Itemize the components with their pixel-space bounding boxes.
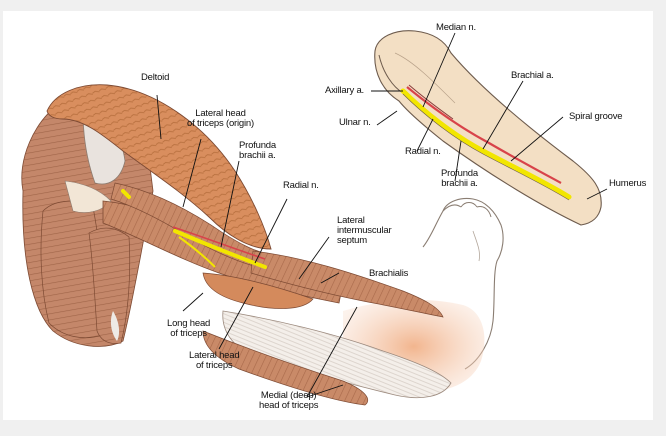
label-line: Lateral head xyxy=(195,108,246,119)
label-lateral-intermuscular-septum: Lateral intermuscular septum xyxy=(337,215,392,246)
hand-outline xyxy=(422,197,504,370)
label-median-nerve: Median n. xyxy=(436,22,476,33)
label-brachial-artery: Brachial a. xyxy=(511,70,554,81)
lateral-head-belly xyxy=(202,272,314,309)
label-profunda-brachii: Profunda brachii a. xyxy=(239,141,276,161)
arm-illustration xyxy=(21,30,608,406)
label-line: Profunda xyxy=(441,168,478,179)
radial-nerve-arm xyxy=(121,189,267,269)
label-humerus: Humerus xyxy=(609,178,647,189)
label-ulnar-nerve: Ulnar n. xyxy=(339,117,371,128)
label-line: of triceps (origin) xyxy=(187,118,254,129)
anatomy-figure: Deltoid Lateral head of triceps (origin)… xyxy=(3,11,653,420)
label-lateral-head-triceps: Lateral head of triceps xyxy=(189,350,240,371)
humerus-inset xyxy=(374,30,602,226)
label-deltoid: Deltoid xyxy=(141,72,170,83)
label-line: of triceps xyxy=(195,360,233,371)
medial-head-triceps xyxy=(202,330,369,406)
label-radial-nerve: Radial n. xyxy=(283,180,319,191)
label-medial-head-triceps: Medial (deep) head of triceps xyxy=(259,390,319,411)
label-inset-profunda-brachii: Profunda brachii a. xyxy=(441,169,478,189)
label-line: brachii a. xyxy=(239,150,276,161)
label-line: head of triceps xyxy=(259,400,319,411)
label-spiral-groove: Spiral groove xyxy=(569,111,623,122)
label-line: brachii a. xyxy=(441,178,478,189)
inset-radial-nerve xyxy=(400,88,572,200)
label-line: Lateral xyxy=(337,215,365,226)
humerus-bone xyxy=(374,30,602,226)
label-lateral-head-origin: Lateral head of triceps (origin) xyxy=(187,109,254,129)
label-axillary-artery: Axillary a. xyxy=(325,85,364,96)
label-line: intermuscular xyxy=(337,225,392,236)
brachialis-muscle xyxy=(250,250,444,318)
label-line: Profunda xyxy=(239,140,276,151)
label-line: of triceps xyxy=(170,328,207,339)
inset-brachial-artery xyxy=(406,86,562,184)
label-line: septum xyxy=(337,235,367,246)
label-line: Medial (deep) xyxy=(260,390,317,401)
label-line: Lateral head xyxy=(189,350,240,361)
leader-lines xyxy=(156,32,608,398)
label-long-head-triceps: Long head of triceps xyxy=(167,319,210,339)
label-line: Long head xyxy=(167,318,211,329)
deltoid-muscle xyxy=(46,84,272,250)
label-inset-radial-nerve: Radial n. xyxy=(405,146,441,157)
label-brachialis: Brachialis xyxy=(369,268,409,279)
